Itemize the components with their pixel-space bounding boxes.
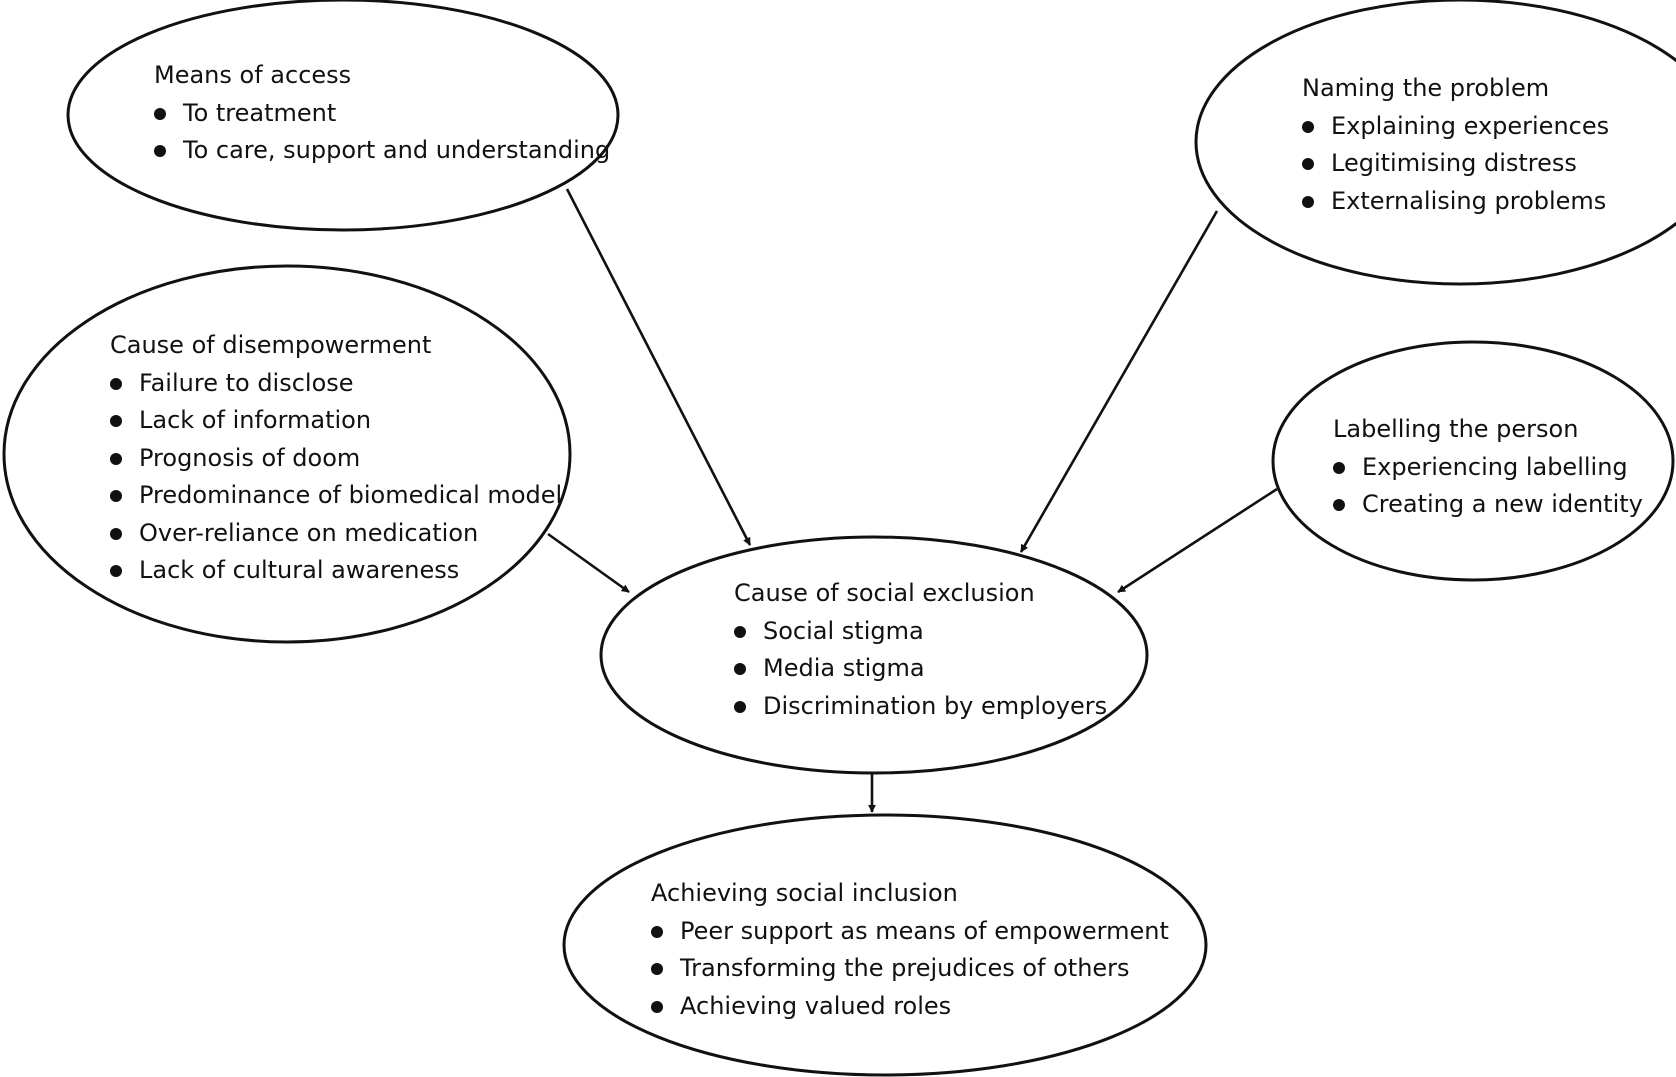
list-item: Discrimination by employers [734,688,1107,726]
bullet-icon [734,625,746,638]
list-item-label: Failure to disclose [139,368,354,397]
list-item: Externalising problems [1302,183,1609,221]
list-item: Lack of information [110,402,562,440]
bullet-icon [1333,499,1345,511]
naming-the-problem-text: Naming the problem Explaining experience… [1302,70,1609,220]
list-item-label: Explaining experiences [1331,111,1610,140]
naming-the-problem-title: Naming the problem [1302,74,1550,102]
list-item-label: To treatment [183,98,337,127]
achieving-social-inclusion-text: Achieving social inclusion Peer support … [651,875,1169,1025]
list-item-label: To care, support and understanding [183,136,611,164]
list-item-label: Lack of information [139,406,372,434]
cause-of-social-exclusion-title: Cause of social exclusion [734,579,1035,607]
node-achieving-social-inclusion [562,813,1208,1077]
list-item-label: Externalising problems [1331,186,1607,215]
labelling-the-person-list: Experiencing labelling Creating a new id… [1333,449,1643,524]
bullet-icon [110,415,122,427]
cause-of-social-exclusion-list: Social stigma Media stigma Discriminatio… [734,613,1107,726]
list-item: Explaining experiences [1302,108,1609,146]
list-item-label: Peer support as means of empowerment [680,916,1169,945]
bullet-icon [1302,195,1314,208]
list-item-label: Legitimising distress [1331,149,1577,177]
labelling-the-person-text: Labelling the person Experiencing labell… [1333,411,1643,524]
list-item-label: Transforming the prejudices of others [680,954,1130,982]
bullet-icon [154,107,166,120]
bullet-icon [734,663,746,675]
bullet-icon [1333,461,1345,474]
node-cause-of-disempowerment [2,264,572,644]
bullet-icon [110,565,122,577]
list-item: Failure to disclose [110,365,562,403]
list-item-label: Experiencing labelling [1362,452,1628,481]
bullet-icon [651,963,663,975]
cause-of-social-exclusion-text: Cause of social exclusion Social stigma … [734,575,1107,725]
cause-of-disempowerment-title: Cause of disempowerment [110,331,432,359]
edge-means-to-exclusion [565,188,752,546]
list-item: Achieving valued roles [651,988,1169,1026]
list-item-label: Media stigma [763,654,925,682]
list-item: To care, support and understanding [154,132,610,170]
means-of-access-list: To treatment To care, support and unders… [154,95,610,170]
list-item-label: Lack of cultural awareness [139,556,460,584]
list-item: Social stigma [734,613,1107,651]
list-item: Predominance of biomedical model [110,477,562,515]
list-item: Media stigma [734,650,1107,688]
labelling-the-person-title: Labelling the person [1333,415,1579,443]
bullet-icon [110,527,122,540]
achieving-social-inclusion-list: Peer support as means of empowerment Tra… [651,913,1169,1026]
bullet-icon [651,925,663,938]
bullet-icon [1302,120,1314,133]
edge-disempowerment-to-exclusion [547,532,630,594]
list-item-label: Achieving valued roles [680,991,952,1020]
means-of-access-title: Means of access [154,61,352,89]
naming-the-problem-list: Explaining experiences Legitimising dist… [1302,108,1609,221]
node-labelling-the-person [1271,340,1675,582]
achieving-social-inclusion-title: Achieving social inclusion [651,879,958,907]
list-item-label: Creating a new identity [1362,490,1643,518]
list-item: To treatment [154,95,610,133]
list-item: Peer support as means of empowerment [651,913,1169,951]
list-item: Lack of cultural awareness [110,552,562,590]
list-item: Transforming the prejudices of others [651,950,1169,988]
list-item-label: Discrimination by employers [763,691,1108,720]
list-item-label: Predominance of biomedical model [139,481,563,509]
bullet-icon [734,700,746,713]
cause-of-disempowerment-list: Failure to disclose Lack of information … [110,365,562,590]
bullet-icon [110,377,122,390]
list-item-label: Prognosis of doom [139,443,361,472]
bullet-icon [1302,158,1314,170]
bullet-icon [154,145,166,157]
edge-naming-to-exclusion [1019,210,1219,553]
list-item: Prognosis of doom [110,440,562,478]
bullet-icon [110,452,122,465]
bullet-icon [110,490,122,502]
list-item: Experiencing labelling [1333,449,1643,487]
list-item-label: Over-reliance on medication [139,518,479,547]
list-item-label: Social stigma [763,616,924,645]
bullet-icon [651,1000,663,1013]
node-naming-the-problem [1194,0,1676,286]
means-of-access-text: Means of access To treatment To care, su… [154,57,610,170]
list-item: Over-reliance on medication [110,515,562,553]
edge-labelling-to-exclusion [1117,487,1278,594]
node-cause-of-social-exclusion [599,535,1149,775]
node-means-of-access [66,0,620,232]
list-item: Creating a new identity [1333,486,1643,524]
list-item: Legitimising distress [1302,145,1609,183]
cause-of-disempowerment-text: Cause of disempowerment Failure to discl… [110,327,562,590]
